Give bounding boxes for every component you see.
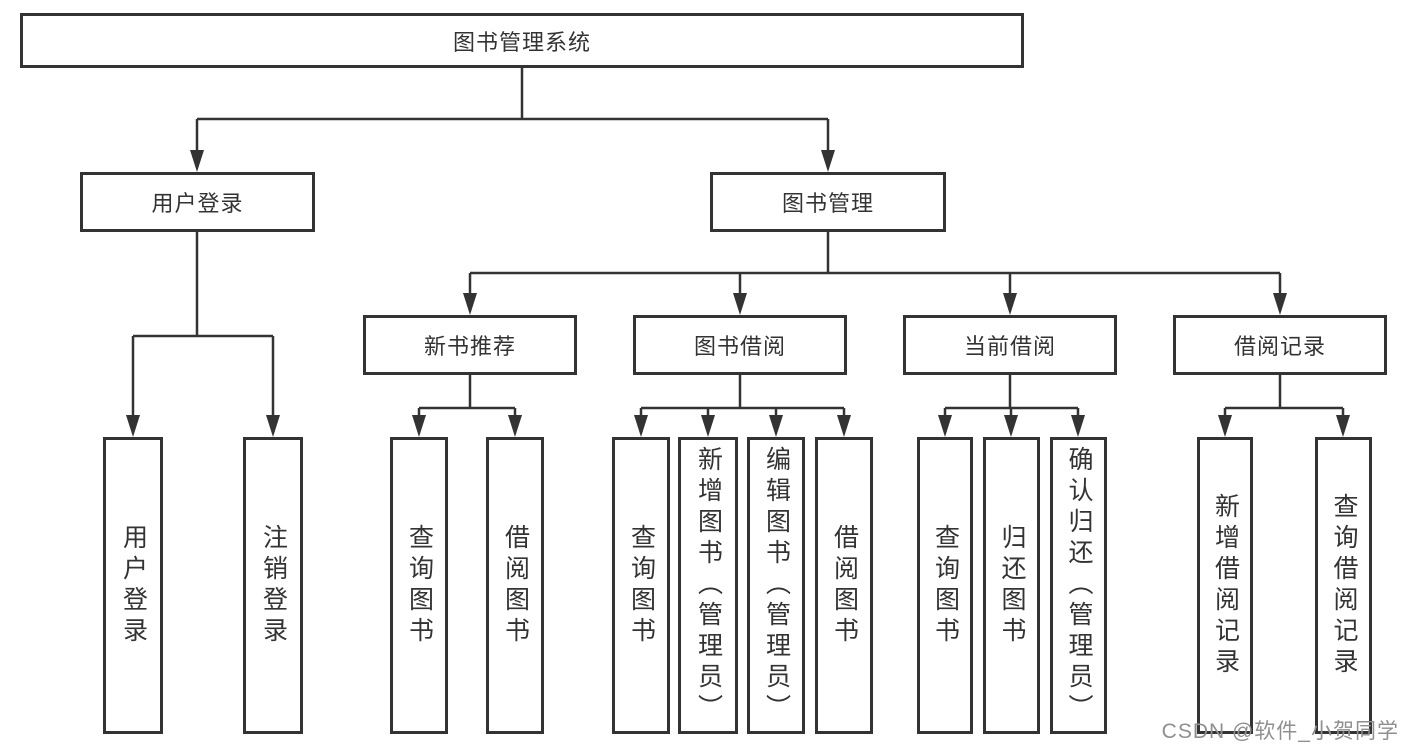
node-label: 确认归还（管理员）	[1065, 446, 1093, 725]
node-borrow-records: 借阅记录	[1173, 315, 1387, 375]
node-label: 查询图书	[627, 523, 656, 648]
node-user-login: 用户登录	[80, 172, 315, 232]
node-leaf-query-books-borrow: 查询图书	[612, 437, 670, 734]
node-leaf-add-borrow-record: 新增借阅记录	[1197, 437, 1253, 734]
node-leaf-add-books-admin: 新增图书（管理员）	[678, 437, 738, 734]
node-root-system: 图书管理系统	[20, 13, 1024, 68]
csdn-watermark: CSDN @软件_小贺同学	[1161, 720, 1399, 743]
node-label: 图书管理	[781, 191, 874, 216]
node-label: 当前借阅	[963, 334, 1056, 359]
node-leaf-borrow-books: 借阅图书	[815, 437, 873, 734]
node-label: 新增借阅记录	[1211, 492, 1240, 679]
node-label: 图书管理系统	[452, 29, 591, 55]
node-new-book-recommend: 新书推荐	[363, 315, 577, 375]
node-label: 新书推荐	[423, 334, 516, 359]
node-book-management: 图书管理	[710, 172, 946, 232]
node-leaf-borrow-books-recommend: 借阅图书	[486, 437, 544, 734]
node-label: 归还图书	[998, 523, 1026, 648]
node-leaf-query-books-current: 查询图书	[917, 437, 973, 734]
node-leaf-confirm-return-admin: 确认归还（管理员）	[1050, 437, 1107, 734]
node-label: 借阅图书	[501, 523, 530, 648]
node-label: 查询借阅记录	[1330, 492, 1358, 679]
node-leaf-query-books-recommend: 查询图书	[390, 437, 448, 734]
node-leaf-return-books: 归还图书	[983, 437, 1040, 734]
node-book-borrow: 图书借阅	[633, 315, 847, 375]
node-leaf-logout: 注销登录	[243, 437, 303, 734]
node-label: 借阅记录	[1233, 334, 1326, 359]
node-label: 借阅图书	[830, 523, 859, 648]
node-label: 新增图书（管理员）	[694, 446, 723, 725]
node-label: 查询图书	[405, 523, 434, 648]
node-label: 用户登录	[119, 523, 148, 648]
node-label: 注销登录	[259, 523, 288, 648]
node-leaf-query-borrow-record: 查询借阅记录	[1315, 437, 1372, 734]
node-label: 查询图书	[931, 523, 960, 648]
node-label: 图书借阅	[693, 334, 786, 359]
node-label: 用户登录	[151, 191, 244, 216]
node-label: 编辑图书（管理员）	[762, 446, 791, 725]
node-leaf-edit-books-admin: 编辑图书（管理员）	[747, 437, 805, 734]
node-current-borrow: 当前借阅	[903, 315, 1117, 375]
node-leaf-user-login: 用户登录	[103, 437, 163, 734]
